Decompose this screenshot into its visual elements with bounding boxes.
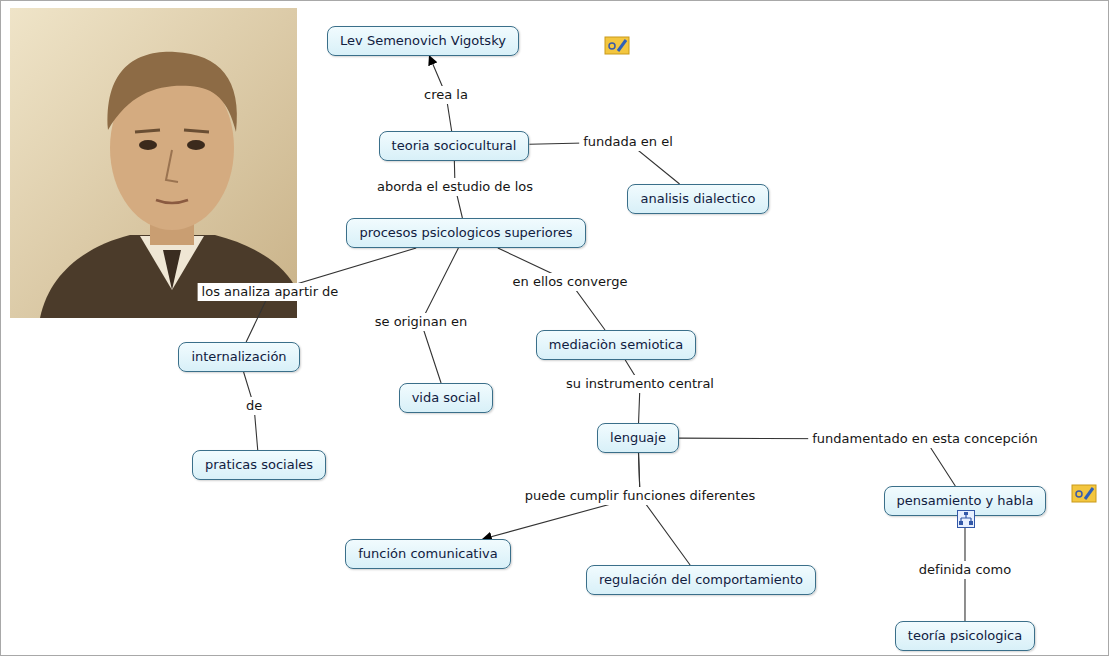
linking-phrase: definida como	[915, 561, 1015, 579]
concept-box: Lev Semenovich Vigotsky	[327, 26, 519, 56]
concept-box: mediaciòn semiotica	[536, 330, 696, 360]
linking-phrase: fundamentado en esta concepción	[808, 430, 1042, 448]
portrait-mouth	[156, 200, 188, 203]
portrait-nose	[166, 150, 178, 182]
concept-text: Lev Semenovich Vigotsky	[340, 33, 506, 49]
submap-icon	[957, 510, 975, 528]
concept-box: procesos psicologicos superiores	[346, 218, 585, 248]
concept-text: vida social	[412, 390, 481, 406]
concept-text: pensamiento y habla	[897, 493, 1034, 509]
submap-icon-leaf	[959, 521, 963, 525]
concept-text: teoria sociocultural	[392, 138, 517, 154]
linking-phrase: aborda el estudio de los	[373, 178, 537, 196]
concept-box: teoria sociocultural	[379, 131, 530, 161]
linking-phrase: su instrumento central	[562, 375, 718, 393]
note-icon-body	[605, 37, 629, 54]
connector	[639, 453, 691, 565]
linking-phrase-text: aborda el estudio de los	[373, 178, 537, 196]
concept-box: vida social	[399, 383, 494, 413]
linking-phrase: de	[242, 397, 266, 415]
concept-text: mediaciòn semiotica	[549, 337, 683, 353]
linking-phrase: crea la	[420, 86, 472, 104]
concept-text: teoría psicologica	[908, 628, 1022, 644]
portrait-jacket	[40, 235, 297, 318]
linking-phrase: se originan en	[371, 313, 472, 331]
concept-box: regulación del comportamiento	[586, 565, 816, 595]
linking-phrase: los analiza apartir de	[198, 283, 343, 301]
linking-phrase-text: definida como	[915, 561, 1015, 579]
portrait-eye	[187, 140, 205, 150]
linking-phrase: en ellos converge	[509, 273, 632, 291]
linking-phrase-text: los analiza apartir de	[198, 283, 343, 301]
concept-text: procesos psicologicos superiores	[359, 225, 572, 241]
linking-phrase-text: fundamentado en esta concepción	[808, 430, 1042, 448]
portrait-brows	[135, 130, 209, 132]
note-icon-body	[1072, 485, 1096, 502]
note-icon	[605, 37, 629, 54]
portrait-eye	[139, 140, 157, 150]
note-icon-glyph	[1076, 491, 1082, 497]
note-icon	[1072, 485, 1096, 502]
linking-phrase-text: en ellos converge	[509, 273, 632, 291]
linking-phrase-text: su instrumento central	[562, 375, 718, 393]
linking-phrase-text: crea la	[420, 86, 472, 104]
linking-phrase: fundada en el	[579, 133, 677, 151]
submap-icon-tree	[961, 514, 971, 521]
linking-phrase: puede cumplir funciones diferentes	[521, 487, 759, 505]
portrait-hair	[108, 52, 237, 132]
linking-phrase-text: se originan en	[371, 313, 472, 331]
linking-phrase-text: puede cumplir funciones diferentes	[521, 487, 759, 505]
concept-text: regulación del comportamiento	[599, 572, 803, 588]
concept-box: internalización	[178, 342, 299, 372]
portrait-photo	[10, 8, 297, 318]
submap-icon-root	[964, 512, 968, 515]
note-icon-pencil	[618, 40, 626, 51]
concept-text: analisis dialectico	[640, 191, 755, 207]
concept-box: analisis dialectico	[627, 184, 768, 214]
linking-phrase-text: fundada en el	[579, 133, 677, 151]
concept-box: teoría psicologica	[895, 621, 1035, 651]
concept-box: lenguaje	[597, 423, 679, 453]
note-icon-pencil	[1085, 488, 1093, 499]
concept-text: lenguaje	[610, 430, 666, 446]
concept-text: función comunicativa	[358, 546, 497, 562]
linking-phrase-text: de	[242, 397, 266, 415]
concept-box: praticas sociales	[192, 450, 326, 480]
concept-text: internalización	[191, 349, 286, 365]
note-icon-glyph	[609, 43, 615, 49]
concept-box: función comunicativa	[345, 539, 510, 569]
submap-icon-body	[958, 511, 975, 528]
concept-text: praticas sociales	[205, 457, 313, 473]
submap-icon-leaf	[969, 521, 973, 525]
portrait-tie	[163, 250, 181, 290]
